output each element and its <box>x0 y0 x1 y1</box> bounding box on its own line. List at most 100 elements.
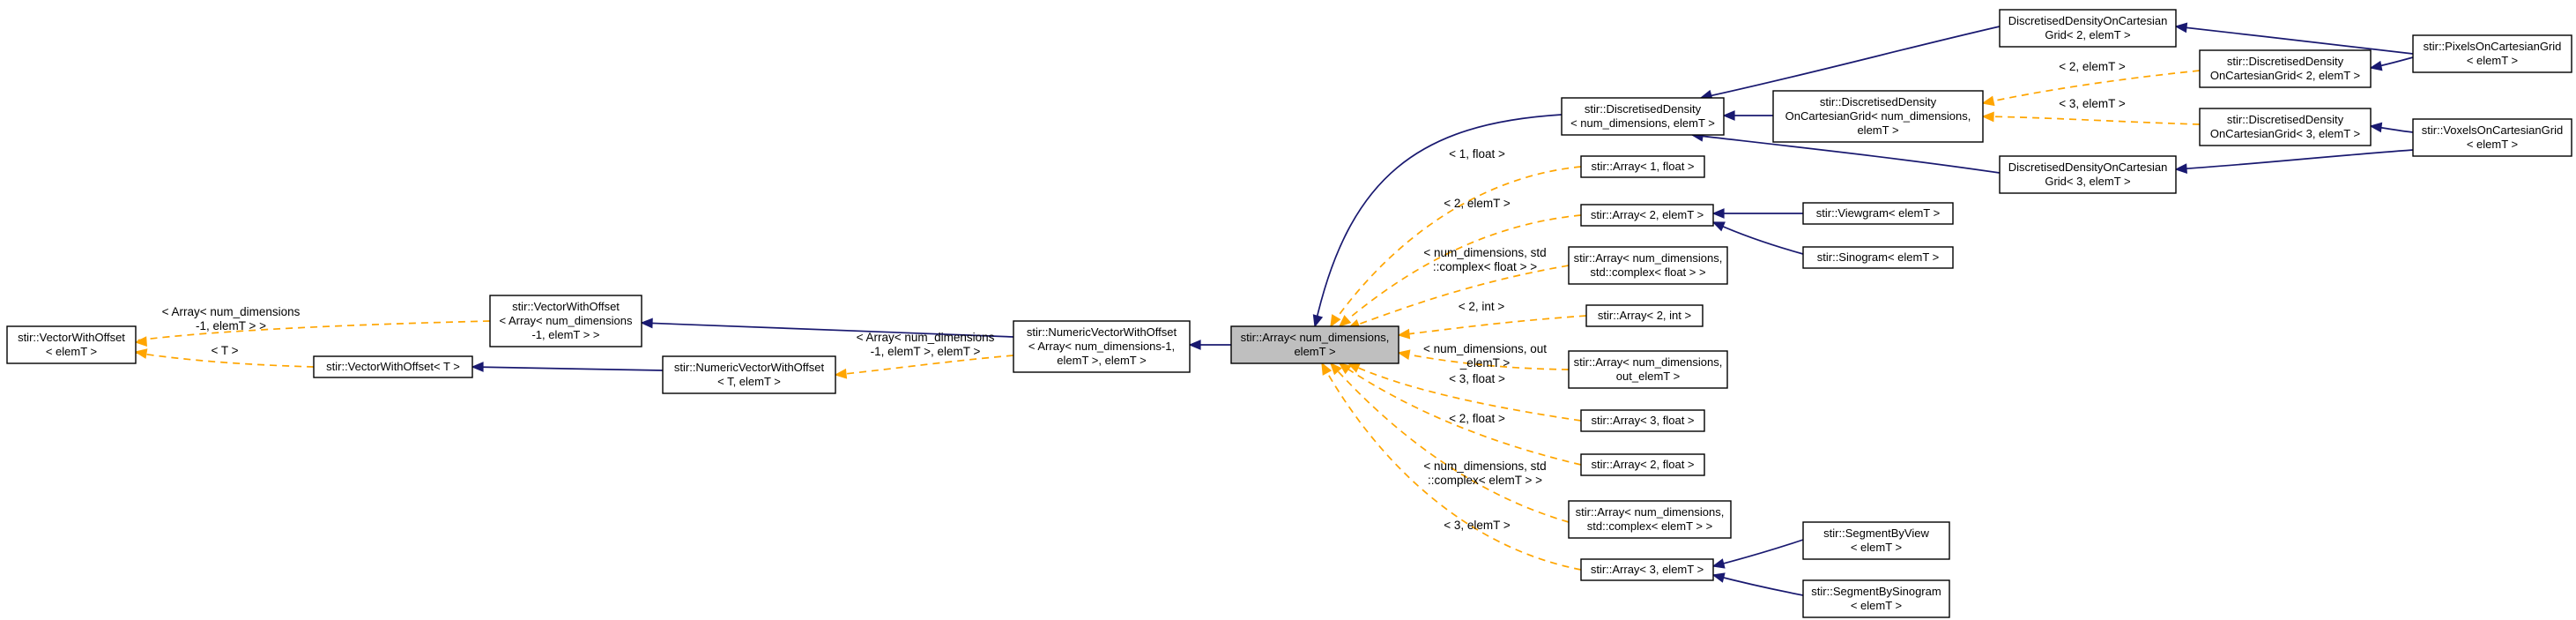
class-node-segmentbyview[interactable]: stir::SegmentByView< elemT > <box>1802 521 1950 560</box>
class-node-array-out-elemt[interactable]: stir::Array< num_dimensions,out_elemT > <box>1568 350 1728 389</box>
arrowhead <box>2369 60 2383 71</box>
class-node-array-2-int[interactable]: stir::Array< 2, int > <box>1585 304 1704 327</box>
template-argument-label: < 2, float > <box>1449 412 1505 425</box>
class-node-label-line: OnCartesianGrid< 2, elemT > <box>2210 69 2360 82</box>
class-node-array-3-elemt[interactable]: stir::Array< 3, elemT > <box>1580 558 1714 581</box>
arrowhead <box>1329 362 1342 376</box>
arrowhead <box>471 362 484 372</box>
template-instance-edge <box>1321 362 1582 571</box>
class-node-label-line: out_elemT > <box>1616 370 1680 383</box>
class-node-box <box>6 325 137 364</box>
inheritance-edge <box>2369 56 2414 71</box>
class-node-label-line: stir::VectorWithOffset <box>512 300 620 313</box>
class-node-sinogram[interactable]: stir::Sinogram< elemT > <box>1802 246 1954 269</box>
template-argument-label-line: < T > <box>211 344 238 357</box>
class-node-label-line: stir::DiscretisedDensity <box>2227 113 2344 126</box>
arrowhead <box>1711 208 1725 219</box>
class-node-box <box>1580 155 1705 178</box>
arrowhead <box>1711 221 1726 232</box>
template-instance-edge <box>134 348 315 368</box>
class-node-box <box>2199 108 2372 146</box>
class-node-array-main[interactable]: stir::Array< num_dimensions,elemT > <box>1230 325 1399 364</box>
class-node-array-complex-float[interactable]: stir::Array< num_dimensions,std::complex… <box>1568 246 1728 285</box>
arrowhead <box>1397 328 1411 340</box>
class-node-array-3-float[interactable]: stir::Array< 3, float > <box>1580 409 1705 432</box>
class-node-label-line: stir::Array< 1, float > <box>1591 160 1694 173</box>
class-node-label-line: stir::Array< 2, elemT > <box>1591 208 1704 221</box>
edge-line <box>1691 134 2001 174</box>
inheritance-edge <box>1188 340 1231 350</box>
class-node-label-line: stir::VoxelsOnCartesianGrid <box>2422 123 2563 137</box>
class-node-vectorwithoffset-t[interactable]: stir::VectorWithOffset< T > <box>313 355 473 378</box>
class-node-label-line: OnCartesianGrid< num_dimensions, <box>1785 109 1971 123</box>
class-node-label-line: stir::Array< 3, float > <box>1591 414 1694 427</box>
class-node-box <box>1013 320 1191 373</box>
arrowhead <box>1711 558 1726 569</box>
class-node-box <box>1999 9 2177 48</box>
template-instance-edge <box>1981 70 2201 107</box>
edge-line <box>471 366 664 371</box>
edge-line <box>1314 114 1563 327</box>
class-node-box <box>2412 34 2572 73</box>
class-node-label-line: Grid< 2, elemT > <box>2045 28 2130 41</box>
arrowhead <box>1188 340 1201 350</box>
template-argument-label: < T > <box>211 344 238 357</box>
class-node-array-2-float[interactable]: stir::Array< 2, float > <box>1580 453 1705 476</box>
class-node-stir-ddocg-2-elemt[interactable]: stir::DiscretisedDensityOnCartesianGrid<… <box>2199 49 2372 88</box>
template-instance-edge <box>1981 111 2201 125</box>
class-node-vectorwithoffset-elemt[interactable]: stir::VectorWithOffset< elemT > <box>6 325 137 364</box>
class-node-array-2-elemt[interactable]: stir::Array< 2, elemT > <box>1580 204 1714 227</box>
template-argument-label-line: < 3, elemT > <box>2059 97 2126 110</box>
inheritance-edge <box>1711 539 1804 569</box>
class-node-label-line: stir::Sinogram< elemT > <box>1817 250 1939 264</box>
template-argument-label: < 1, float > <box>1449 147 1505 161</box>
class-node-vectorwithoffset-array[interactable]: stir::VectorWithOffset< Array< num_dimen… <box>489 295 642 347</box>
class-node-array-complex-elemt[interactable]: stir::Array< num_dimensions,std::complex… <box>1568 500 1732 539</box>
class-node-array-1-float[interactable]: stir::Array< 1, float > <box>1580 155 1705 178</box>
class-node-voxelsoncartesiangrid[interactable]: stir::VoxelsOnCartesianGrid< elemT > <box>2412 118 2572 157</box>
template-argument-label-line: -1, elemT > > <box>196 319 266 332</box>
edge-line <box>1398 352 1570 370</box>
class-node-label-line: stir::NumericVectorWithOffset <box>1027 325 1177 339</box>
class-node-segmentbysinogram[interactable]: stir::SegmentBySinogram< elemT > <box>1802 579 1950 618</box>
edge-line <box>1712 539 1804 567</box>
arrowhead <box>1981 111 1994 123</box>
template-argument-label-line: < 1, float > <box>1449 147 1505 161</box>
class-node-ddocg-num-dimensions[interactable]: stir::DiscretisedDensityOnCartesianGrid<… <box>1772 90 1984 143</box>
template-argument-label-line: < 2, int > <box>1459 300 1505 313</box>
class-node-label-line: std::complex< float > > <box>1590 265 1705 279</box>
class-node-box <box>2412 118 2572 157</box>
class-node-label-line: < elemT > <box>1851 599 1902 612</box>
class-node-label-line: stir::DiscretisedDensity <box>1585 102 1702 116</box>
inheritance-edge <box>2174 149 2414 174</box>
arrowhead <box>834 368 848 379</box>
class-node-stir-ddocg-3-elemt[interactable]: stir::DiscretisedDensityOnCartesianGrid<… <box>2199 108 2372 146</box>
class-node-pixelsoncartesiangrid[interactable]: stir::PixelsOnCartesianGrid< elemT > <box>2412 34 2572 73</box>
class-node-box <box>1999 155 2177 194</box>
template-argument-label: < 3, elemT > <box>1444 519 1511 532</box>
class-node-label-line: -1, elemT > > <box>531 328 599 341</box>
template-argument-label-line: < Array< num_dimensions <box>857 331 995 344</box>
class-node-label-line: stir::Array< num_dimensions, <box>1574 251 1723 265</box>
edge-line <box>1339 214 1582 327</box>
inheritance-edge <box>2174 22 2414 55</box>
inheritance-edge <box>1711 208 1804 219</box>
class-node-numericvectorwithoffset-array[interactable]: stir::NumericVectorWithOffset< Array< nu… <box>1013 320 1191 373</box>
template-argument-label-line: < 2, elemT > <box>2059 60 2126 73</box>
class-node-label-line: < elemT > <box>2467 138 2518 151</box>
class-node-label-line: stir::VectorWithOffset <box>18 331 125 344</box>
template-argument-label-line: < 3, elemT > <box>1444 519 1511 532</box>
class-node-label-line: < elemT > <box>2467 54 2518 67</box>
class-node-viewgram[interactable]: stir::Viewgram< elemT > <box>1802 202 1954 225</box>
class-node-box <box>1802 202 1954 225</box>
class-node-box <box>1585 304 1704 327</box>
class-node-numericvectorwithoffset-t[interactable]: stir::NumericVectorWithOffset< T, elemT … <box>662 355 836 394</box>
class-node-label-line: elemT >, elemT > <box>1057 354 1146 367</box>
edge-line <box>135 320 491 341</box>
class-node-discretiseddensity[interactable]: stir::DiscretisedDensity< num_dimensions… <box>1561 97 1725 136</box>
class-node-box <box>2199 49 2372 88</box>
template-argument-label: < Array< num_dimensions-1, elemT > > <box>162 305 301 332</box>
arrowhead <box>1321 362 1333 376</box>
